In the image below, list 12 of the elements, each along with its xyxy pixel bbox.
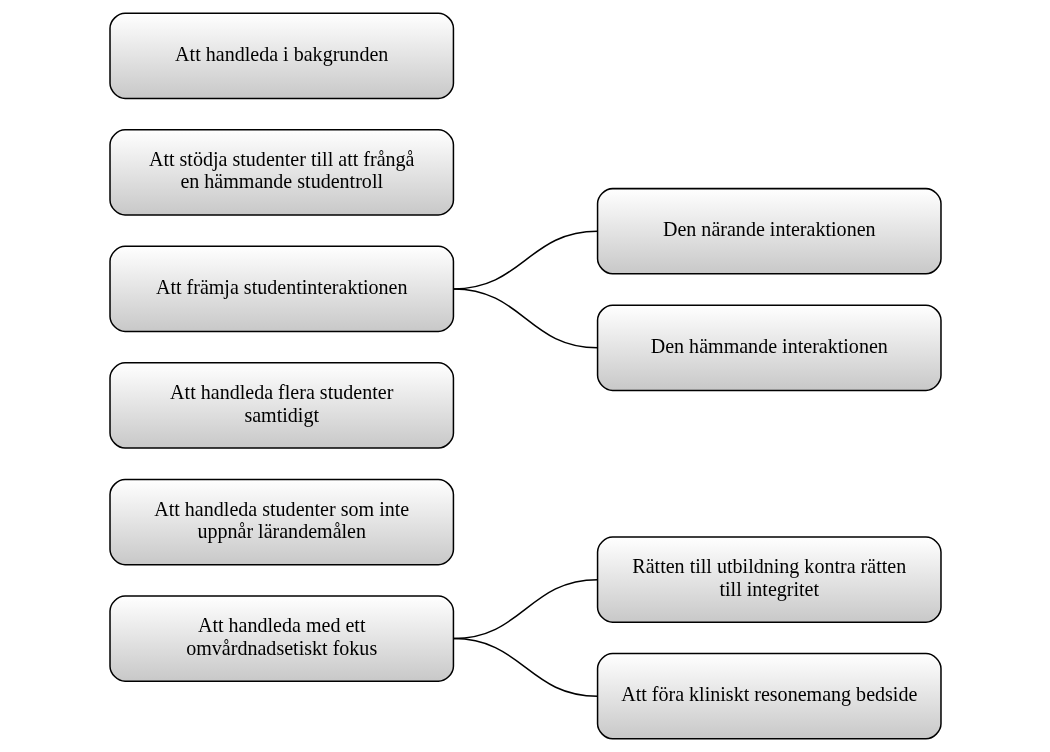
node-box: Att främja studentinteraktionen [108, 245, 454, 333]
node-box: Den närande interaktionen [596, 187, 942, 275]
node-box: Den hämmande interaktionen [596, 304, 942, 392]
node-box: Att handleda flera studenter samtidigt [108, 362, 454, 449]
connector [452, 288, 598, 349]
connector [452, 637, 598, 697]
node-box: Att handleda i bakgrunden [108, 12, 454, 100]
node-box: Rätten till utbildning kontra rätten till integritet [596, 536, 942, 624]
node-box: Att stödja studenter till att frångå en hämmande studentroll [108, 128, 454, 216]
node-box: Att handleda med ett omvårdnadsetiskt fokus [108, 595, 454, 682]
node-box: Att handleda studenter som inte uppnår lärandemålen [108, 478, 454, 566]
node-box: Att föra kliniskt resonemang bedside [596, 652, 942, 740]
